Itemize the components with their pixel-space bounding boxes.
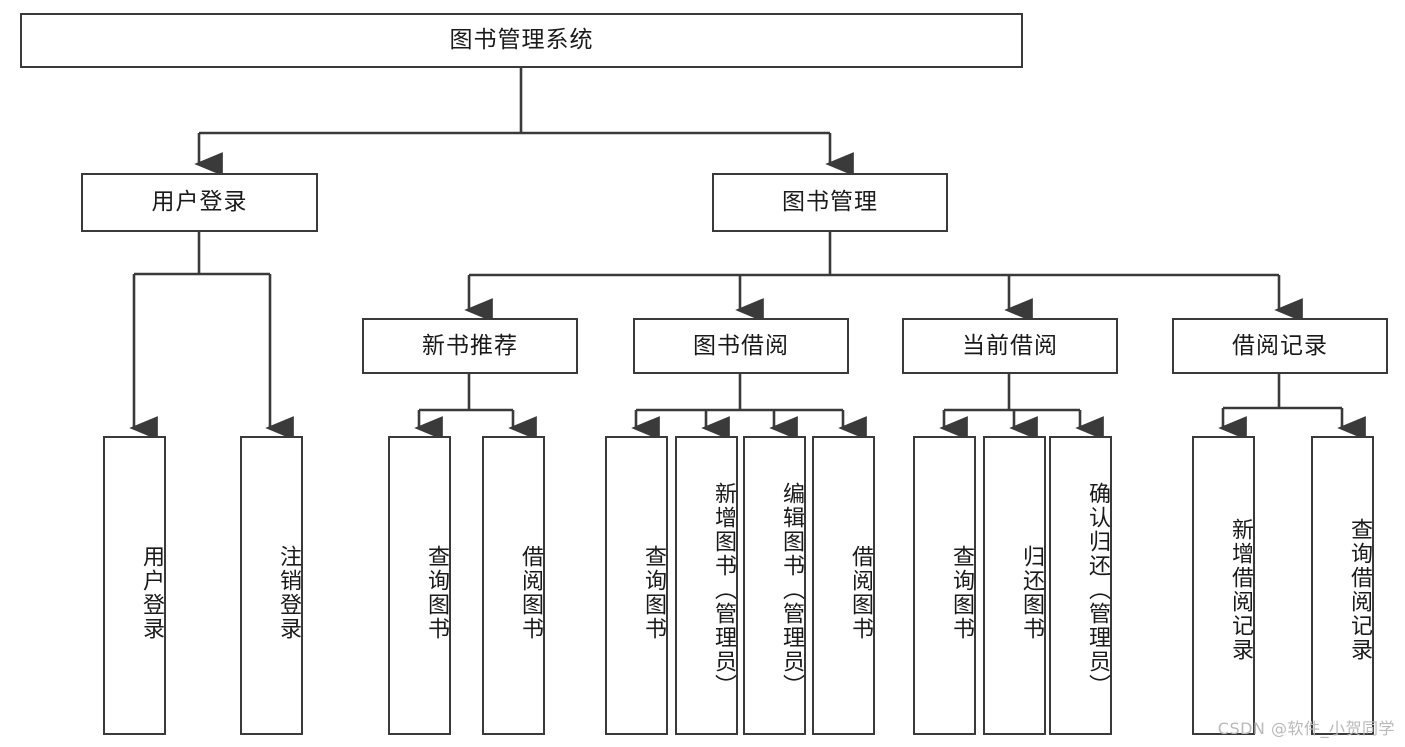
node-new-book-recommend-label: 新书推荐 — [422, 332, 518, 359]
leaf-confirm-return-admin-label: 确认归还（管理员） — [1085, 481, 1110, 698]
leaf-add-borrow-record-label: 新增借阅记录 — [1228, 517, 1253, 662]
node-current-borrow-label: 当前借阅 — [962, 332, 1058, 359]
leaf-query-book-current[interactable]: 查询图书 — [913, 436, 976, 735]
csdn-watermark: CSDN @软件_小贺同学 — [1217, 719, 1395, 738]
leaf-borrow-book-newbook-label: 借阅图书 — [518, 544, 543, 641]
node-root-label: 图书管理系统 — [449, 27, 594, 54]
leaf-query-book-newbook[interactable]: 查询图书 — [388, 436, 451, 735]
node-book-borrow[interactable]: 图书借阅 — [633, 318, 849, 374]
leaf-confirm-return-admin[interactable]: 确认归还（管理员） — [1049, 436, 1112, 735]
leaf-add-book-admin-label: 新增图书（管理员） — [711, 481, 736, 698]
leaf-user-login[interactable]: 用户登录 — [103, 436, 166, 735]
leaf-add-book-admin[interactable]: 新增图书（管理员） — [675, 436, 738, 735]
leaf-borrow-book-borrow[interactable]: 借阅图书 — [812, 436, 875, 735]
leaf-edit-book-admin-label: 编辑图书（管理员） — [779, 481, 804, 698]
leaf-borrow-book-borrow-label: 借阅图书 — [848, 544, 873, 641]
leaf-user-login-label: 用户登录 — [139, 544, 164, 641]
leaf-logout-label: 注销登录 — [276, 544, 301, 641]
leaf-query-book-newbook-label: 查询图书 — [424, 544, 449, 641]
leaf-add-borrow-record[interactable]: 新增借阅记录 — [1192, 436, 1255, 735]
leaf-logout[interactable]: 注销登录 — [240, 436, 303, 735]
leaf-edit-book-admin[interactable]: 编辑图书（管理员） — [743, 436, 806, 735]
leaf-query-borrow-record[interactable]: 查询借阅记录 — [1311, 436, 1374, 735]
leaf-query-borrow-record-label: 查询借阅记录 — [1347, 517, 1372, 662]
leaf-return-book-label: 归还图书 — [1019, 544, 1044, 641]
leaf-query-book-borrow[interactable]: 查询图书 — [605, 436, 668, 735]
node-borrow-records[interactable]: 借阅记录 — [1172, 318, 1388, 374]
node-book-borrow-label: 图书借阅 — [693, 332, 789, 359]
node-new-book-recommend[interactable]: 新书推荐 — [362, 318, 578, 374]
node-user-login[interactable]: 用户登录 — [81, 173, 318, 232]
leaf-query-book-borrow-label: 查询图书 — [641, 544, 666, 641]
node-current-borrow[interactable]: 当前借阅 — [902, 318, 1118, 374]
node-root[interactable]: 图书管理系统 — [20, 13, 1023, 68]
leaf-borrow-book-newbook[interactable]: 借阅图书 — [482, 436, 545, 735]
node-borrow-records-label: 借阅记录 — [1232, 332, 1328, 359]
node-user-login-label: 用户登录 — [151, 189, 248, 216]
leaf-return-book[interactable]: 归还图书 — [983, 436, 1046, 735]
node-book-management-label: 图书管理 — [782, 189, 878, 216]
leaf-query-book-current-label: 查询图书 — [949, 544, 974, 641]
node-book-management[interactable]: 图书管理 — [712, 173, 948, 232]
